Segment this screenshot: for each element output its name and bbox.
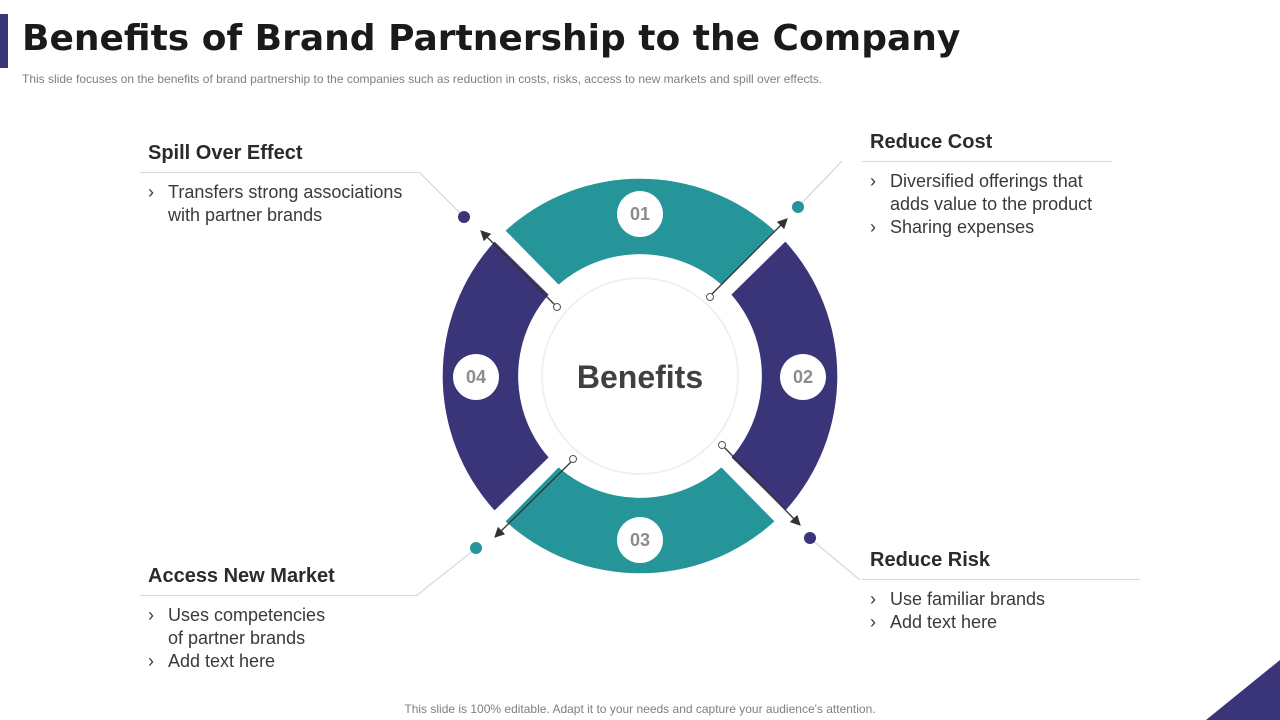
badge-02 xyxy=(780,354,826,400)
block-spill-bullets: Transfers strong associations with partn… xyxy=(140,181,420,227)
bullet-item: Uses competencies xyxy=(148,604,416,627)
bullet-item: Add text here xyxy=(148,650,416,673)
arrow-cost-origin xyxy=(706,293,714,301)
bullet-item: Add text here xyxy=(870,611,1140,634)
block-risk-bullets: Use familiar brands Add text here xyxy=(862,588,1140,634)
page-title: Benefits of Brand Partnership to the Com… xyxy=(22,18,961,59)
block-risk-title: Reduce Risk xyxy=(862,547,1140,580)
dot-cost xyxy=(792,201,804,213)
bullet-item: Sharing expenses xyxy=(870,216,1112,239)
bullet-item: Transfers strong associations xyxy=(148,181,420,204)
badge-01 xyxy=(617,191,663,237)
footer-note: This slide is 100% editable. Adapt it to… xyxy=(404,702,876,716)
badge-01-label: 01 xyxy=(630,204,650,224)
dot-risk xyxy=(804,532,816,544)
bullet-item: Use familiar brands xyxy=(870,588,1140,611)
block-spill-title: Spill Over Effect xyxy=(140,140,420,173)
leader-risk xyxy=(811,539,861,581)
arrow-spill-origin xyxy=(553,303,561,311)
badge-03 xyxy=(617,517,663,563)
arrow-market-origin xyxy=(569,455,577,463)
badge-04-label: 04 xyxy=(466,367,486,387)
arrow-risk-origin xyxy=(718,441,726,449)
center-label: Benefits xyxy=(577,359,703,395)
arrow-spill xyxy=(480,230,557,307)
badge-03-label: 03 xyxy=(630,530,650,550)
title-accent-bar xyxy=(0,14,8,68)
block-cost-title: Reduce Cost xyxy=(862,129,1112,162)
block-spill-over-effect: Spill Over Effect Transfers strong assoc… xyxy=(140,140,420,227)
bullet-continuation: with partner brands xyxy=(168,205,323,225)
badge-04 xyxy=(453,354,499,400)
dot-spill xyxy=(458,211,470,223)
block-reduce-cost: Reduce Cost Diversified offerings that a… xyxy=(862,129,1112,239)
block-reduce-risk: Reduce Risk Use familiar brands Add text… xyxy=(862,547,1140,634)
leader-market xyxy=(415,549,475,597)
leader-cost xyxy=(799,160,843,206)
arrow-cost xyxy=(709,218,788,297)
bullet-continuation: of partner brands xyxy=(168,628,306,648)
center-circle xyxy=(541,277,739,475)
leader-spill xyxy=(419,172,463,216)
bullet-item: Diversified offerings that xyxy=(870,170,1112,193)
bullet-continuation: adds value to the product xyxy=(890,194,1093,214)
block-cost-bullets: Diversified offerings that adds value to… xyxy=(862,170,1112,239)
arrow-risk xyxy=(722,445,801,526)
arrow-market xyxy=(494,459,574,538)
page-subtitle: This slide focuses on the benefits of br… xyxy=(22,72,823,86)
block-market-bullets: Uses competencies of partner brands Add … xyxy=(140,604,416,673)
corner-decoration xyxy=(1206,660,1280,720)
dot-market xyxy=(470,542,482,554)
block-access-new-market: Access New Market Uses competencies of p… xyxy=(140,563,416,673)
badge-02-label: 02 xyxy=(793,367,813,387)
block-market-title: Access New Market xyxy=(140,563,416,596)
